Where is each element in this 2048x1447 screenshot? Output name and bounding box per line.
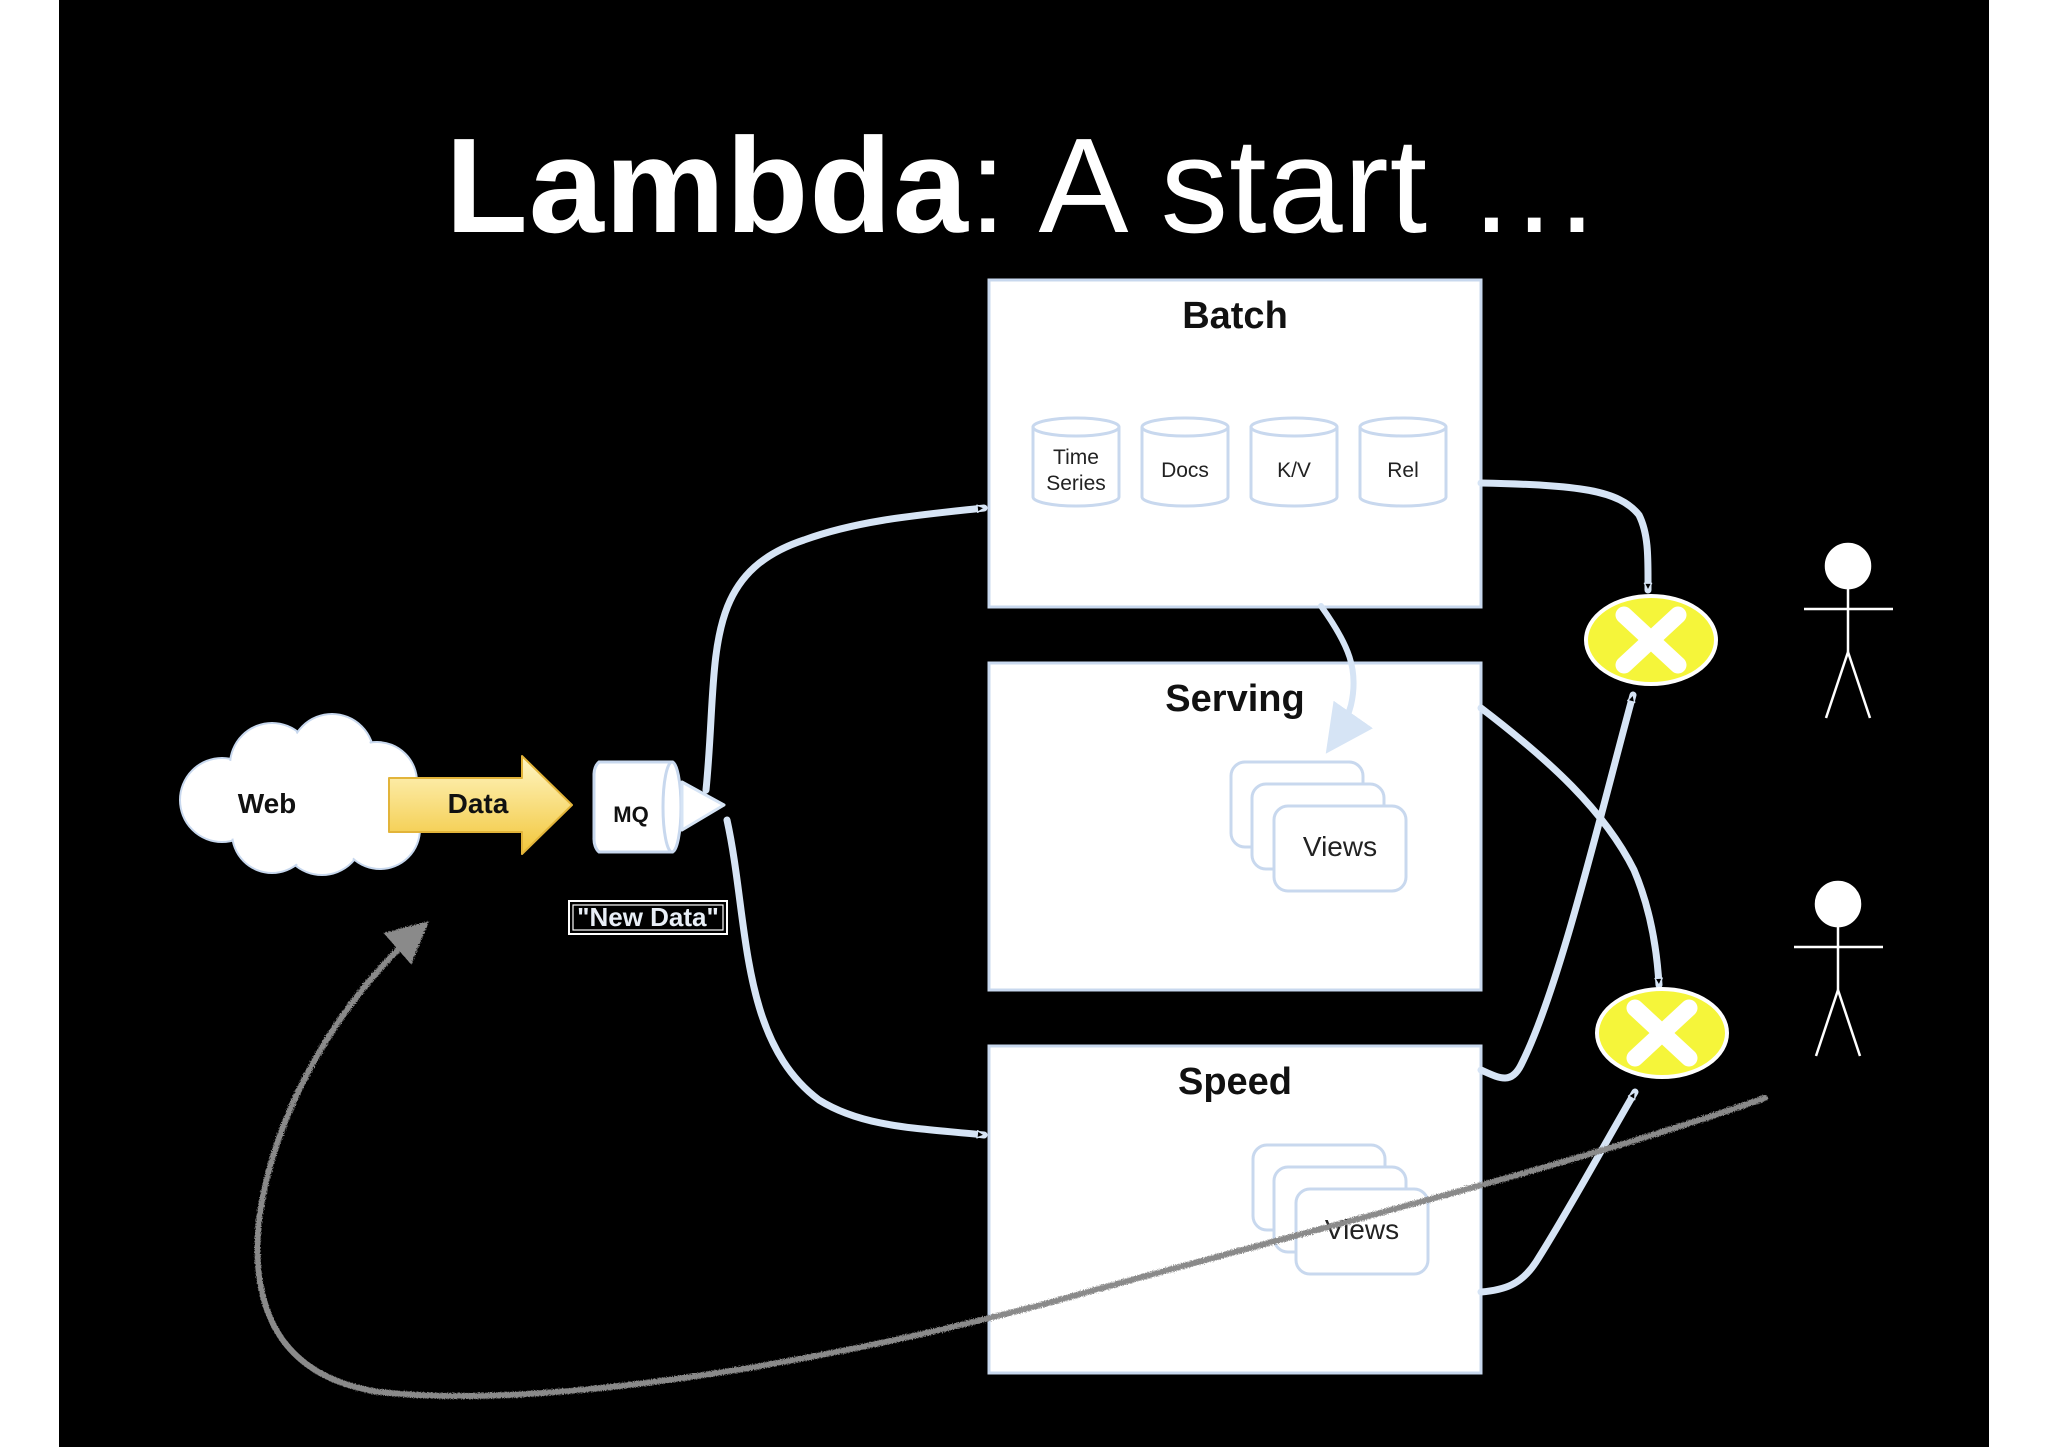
serving-layer: Serving Views xyxy=(987,661,1483,992)
speed-layer: Speed Views xyxy=(987,1044,1483,1375)
queue-to-batch-arrow xyxy=(702,504,988,794)
store-label: Rel xyxy=(1387,459,1419,482)
batch-to-merge-arrow xyxy=(1477,479,1653,594)
queue-label: MQ xyxy=(613,802,648,827)
database-icon: Docs xyxy=(1140,416,1230,508)
lambda-diagram: Batch Time Series Docs K/V Rel xyxy=(179,278,1893,1399)
views-label: Views xyxy=(1303,831,1377,862)
split-arrow-head xyxy=(680,780,726,832)
store-label-line2: Series xyxy=(1046,472,1106,495)
views-stack-icon: Views xyxy=(1229,760,1408,893)
cloud-icon: Web xyxy=(179,713,421,876)
data-arrow-label: Data xyxy=(448,788,509,819)
speed-title: Speed xyxy=(1178,1061,1292,1103)
store-label: Docs xyxy=(1161,459,1209,482)
serving-title: Serving xyxy=(1165,678,1304,720)
slide-title: Lambda: A start … xyxy=(59,118,1989,253)
database-icon: Rel xyxy=(1358,416,1448,508)
flow-arrows xyxy=(702,479,1663,1296)
user-stick-figure-icon xyxy=(1794,880,1883,1057)
merge-x-icon xyxy=(1595,987,1729,1079)
data-arrow-icon: Data xyxy=(388,755,573,855)
user-stick-figure-icon xyxy=(1804,542,1893,719)
store-label: K/V xyxy=(1277,459,1311,482)
new-data-note: "New Data" xyxy=(568,900,728,935)
batch-layer: Batch Time Series Docs K/V Rel xyxy=(987,278,1483,609)
store-label-line1: Time xyxy=(1053,446,1099,469)
queue-icon: MQ xyxy=(592,760,683,854)
slide: Lambda: A start … Batch xyxy=(59,0,1989,1447)
queue-to-speed-arrow xyxy=(723,816,988,1139)
batch-title: Batch xyxy=(1182,295,1288,337)
new-data-label: "New Data" xyxy=(577,902,719,932)
web-label: Web xyxy=(238,788,297,819)
speed-to-lower-merge-arrow xyxy=(1477,1088,1639,1296)
feedback-arrow-icon xyxy=(254,921,1768,1399)
batch-to-serving-arrow xyxy=(1318,603,1373,754)
speed-to-upper-merge-arrow xyxy=(1477,691,1637,1082)
title-rest: : A start … xyxy=(968,110,1603,261)
serving-to-merge-arrow xyxy=(1477,704,1663,989)
database-icon: K/V xyxy=(1249,416,1339,508)
database-icon: Time Series xyxy=(1031,416,1121,508)
title-strong: Lambda xyxy=(445,110,969,261)
merge-x-icon xyxy=(1584,594,1718,686)
